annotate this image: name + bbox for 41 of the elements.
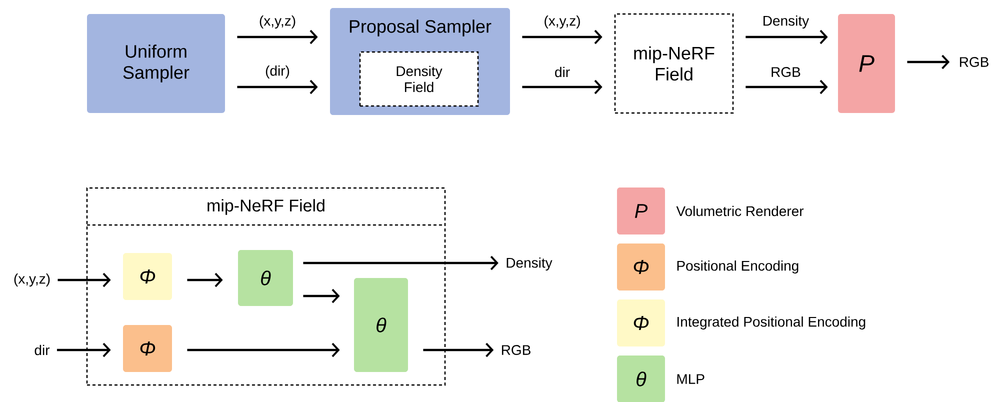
sampler-box: Uniform Sampler bbox=[87, 14, 225, 113]
encoding-box: Φ bbox=[123, 253, 172, 300]
mlp-box: θ bbox=[238, 250, 293, 306]
legend-text: Volumetric Renderer bbox=[676, 206, 804, 216]
arrow bbox=[187, 272, 223, 288]
arrow bbox=[522, 30, 602, 44]
output-label: RGB bbox=[502, 345, 530, 355]
encoding-box: Φ bbox=[123, 325, 172, 372]
input-label: dir bbox=[34, 344, 50, 356]
arrow bbox=[303, 288, 340, 304]
arrow bbox=[237, 30, 318, 44]
legend-symbol: θ bbox=[636, 372, 646, 386]
edge-label: (x,y,z) bbox=[258, 14, 298, 30]
arrow bbox=[746, 80, 828, 94]
mlp-box: θ bbox=[354, 278, 408, 372]
input-label: (x,y,z) bbox=[14, 273, 50, 287]
arrow bbox=[187, 342, 340, 358]
arrow bbox=[58, 272, 111, 288]
legend-text: MLP bbox=[677, 374, 704, 384]
arrow bbox=[303, 256, 498, 270]
edge-label: RGB bbox=[770, 66, 802, 78]
edge-label: Density bbox=[761, 14, 810, 30]
output-label: Density bbox=[506, 257, 552, 271]
arrow bbox=[56, 342, 111, 358]
legend-text: Positional Encoding bbox=[677, 260, 798, 274]
field-box: mip-NeRF Field bbox=[614, 13, 734, 114]
edge-label: dir bbox=[554, 66, 572, 78]
legend-symbol: Φ bbox=[634, 260, 649, 274]
arrow bbox=[237, 80, 318, 94]
output-label: RGB bbox=[960, 57, 988, 67]
arrow bbox=[907, 54, 950, 70]
legend-text: Integrated Positional Encoding bbox=[678, 316, 866, 330]
edge-label: (x,y,z) bbox=[542, 14, 582, 30]
field-box: Density Field bbox=[359, 51, 479, 107]
arrow bbox=[522, 80, 602, 94]
legend-symbol: P bbox=[634, 204, 648, 218]
arrow bbox=[423, 342, 494, 358]
arrow bbox=[746, 30, 828, 44]
legend-symbol: Φ bbox=[634, 316, 649, 330]
renderer-box: P bbox=[838, 14, 895, 113]
edge-label: (dir) bbox=[264, 64, 291, 80]
